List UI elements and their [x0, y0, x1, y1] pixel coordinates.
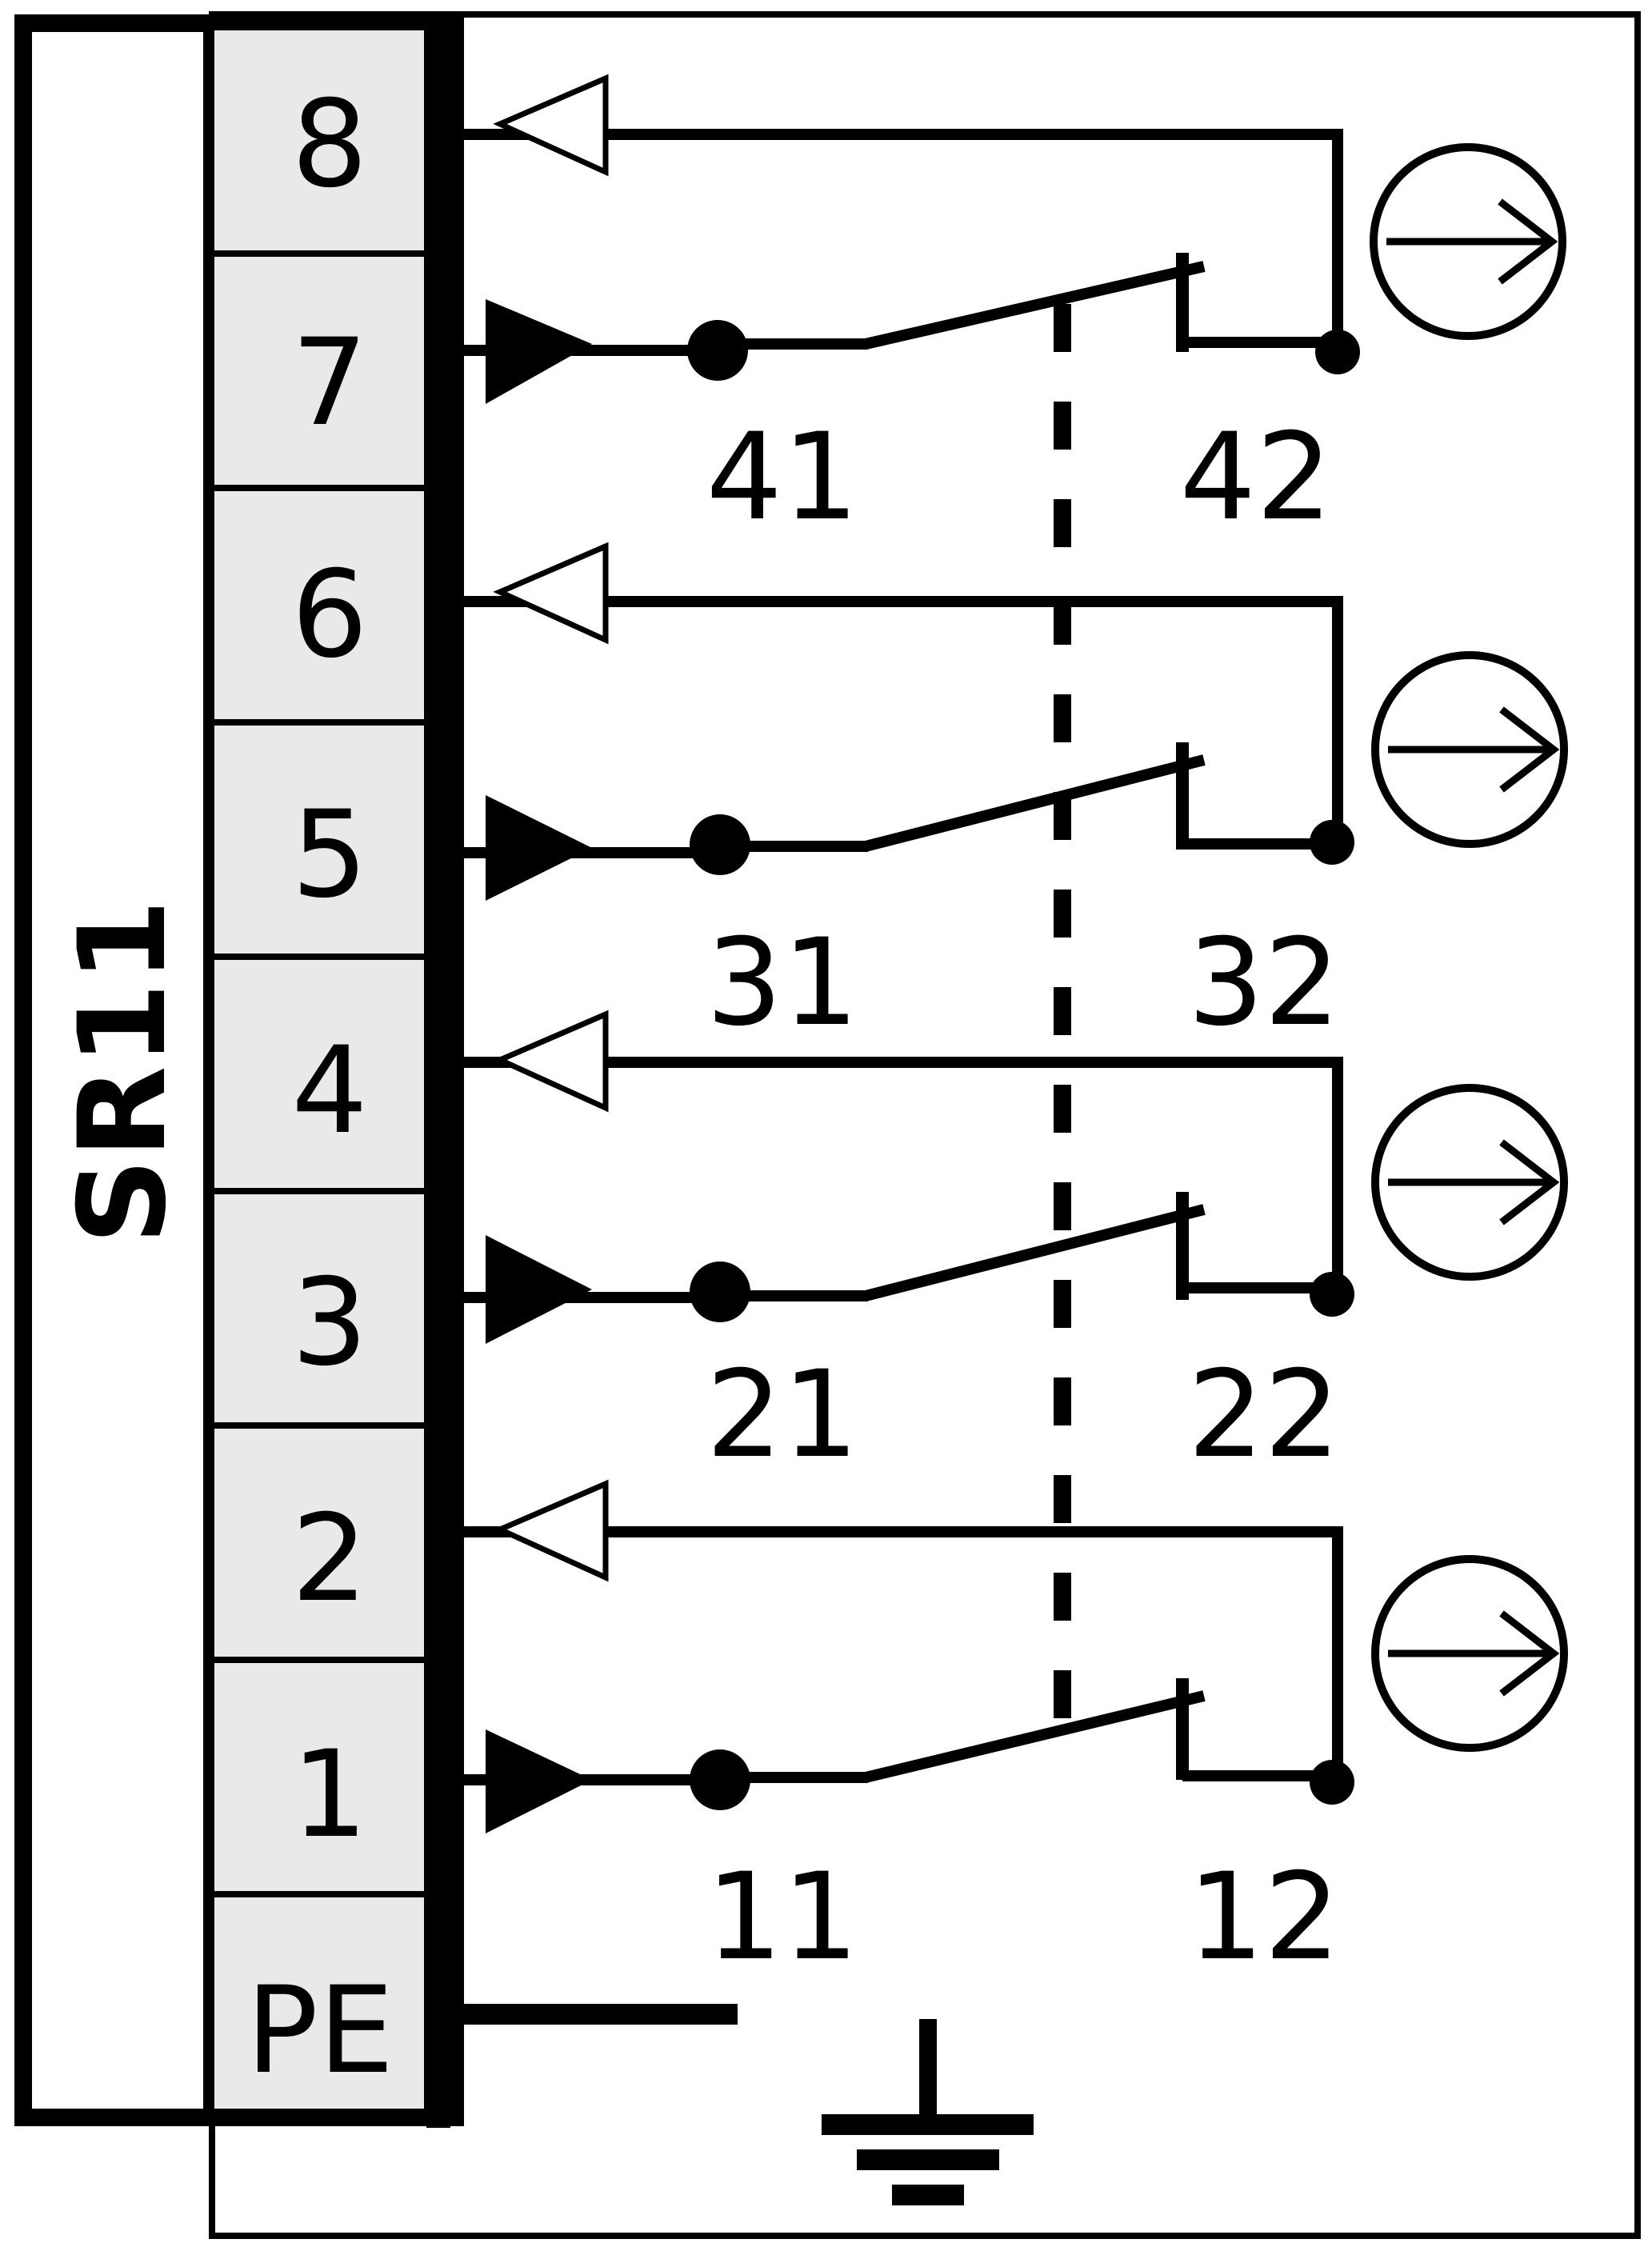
terminal-label: 2	[291, 1489, 367, 1629]
terminal-label: 4	[291, 1022, 367, 1161]
sensor-arrow-circle-icon	[1370, 143, 1566, 340]
open-arrow-icon	[493, 1479, 609, 1582]
device-label-group: SR11	[54, 899, 193, 1245]
terminal-label: 8	[291, 75, 367, 214]
terminal-cell-3	[208, 1188, 430, 1429]
contact-node	[1310, 1272, 1354, 1317]
sensor-arrow-circle-icon	[1371, 1555, 1568, 1752]
terminal-cell-7	[208, 250, 430, 491]
terminal-cell-1	[208, 1657, 430, 1897]
filled-arrow-icon	[486, 1729, 592, 1833]
terminal-label: 6	[291, 546, 367, 685]
open-arrow-icon	[493, 1010, 609, 1113]
filled-arrow-icon	[486, 299, 592, 404]
contact-node	[687, 320, 748, 381]
terminal-label: 5	[291, 786, 367, 925]
filled-arrow-icon	[486, 795, 592, 901]
contact-label: 11	[706, 1848, 859, 1987]
contact-label: 31	[706, 914, 859, 1053]
filled-arrow-icon	[486, 1235, 592, 1344]
terminal-strip: 8 7 6 5 4 3 2 1 PE	[208, 14, 450, 2128]
channel-4: 41 42	[450, 74, 1566, 547]
open-arrow-icon	[493, 74, 609, 177]
sensor-arrow-circle-icon	[1371, 1084, 1568, 1281]
open-arrow-icon	[493, 542, 609, 645]
device-label: SR11	[54, 899, 193, 1245]
terminal-label: 3	[291, 1253, 367, 1393]
contact-label: 42	[1180, 408, 1333, 547]
terminal-cell-4	[208, 954, 430, 1194]
terminal-cell-2	[208, 1422, 430, 1663]
terminal-label: 1	[291, 1725, 367, 1865]
terminal-label: PE	[246, 1961, 394, 2101]
contact-label: 32	[1188, 914, 1341, 1053]
contact-node	[1310, 1760, 1354, 1805]
contact-label: 21	[706, 1345, 859, 1485]
ground-icon	[822, 2019, 1034, 2205]
contact-node	[1310, 820, 1354, 865]
terminal-label: 7	[291, 314, 367, 453]
channel-3: 31 32	[450, 542, 1568, 1053]
contact-node	[1315, 330, 1360, 374]
contact-label: 22	[1188, 1345, 1341, 1485]
terminal-cell-6	[208, 485, 430, 726]
sensor-arrow-circle-icon	[1371, 651, 1568, 848]
contact-label: 12	[1188, 1848, 1341, 1987]
channel-2: 21 22	[450, 1010, 1568, 1485]
contact-label: 41	[706, 408, 859, 547]
channel-1: 11 12	[450, 1479, 1568, 1987]
